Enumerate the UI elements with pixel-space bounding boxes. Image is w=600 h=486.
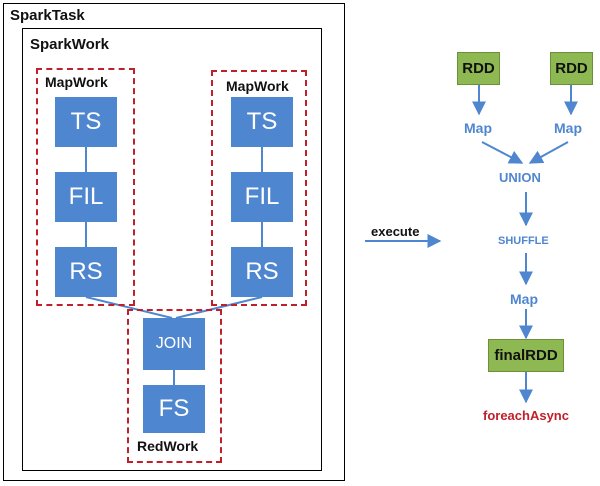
spark-work-title: SparkWork (30, 36, 109, 53)
arrow-map-right-union (528, 141, 569, 164)
op-ts-right: TS (231, 97, 293, 147)
op-fs: FS (143, 385, 205, 433)
op-rs-right: RS (231, 247, 293, 297)
op-fil-right: FIL (231, 172, 293, 222)
red-work-title: RedWork (137, 438, 199, 454)
map-work-right-title: MapWork (226, 78, 289, 94)
map-right-label: Map (554, 120, 582, 136)
map-work-left-title: MapWork (45, 74, 108, 90)
arrow-map-left-union (481, 141, 524, 164)
map-left-label: Map (464, 120, 492, 136)
union-label: UNION (499, 170, 541, 185)
final-rdd-node: finalRDD (488, 339, 564, 372)
spark-task-title: SparkTask (10, 7, 85, 24)
rdd-right-node: RDD (550, 52, 593, 85)
foreach-async-label: foreachAsync (483, 408, 569, 423)
map-work-right-box (211, 70, 307, 306)
rdd-left-node: RDD (457, 52, 500, 85)
map-work-left-box (36, 68, 135, 306)
op-join: JOIN (143, 318, 205, 370)
spark-task-box (3, 3, 345, 481)
op-fil-left: FIL (55, 172, 117, 222)
map-label: Map (510, 291, 538, 307)
red-work-box (127, 309, 222, 463)
execute-label: execute (371, 224, 420, 239)
shuffle-label: SHUFFLE (498, 235, 549, 247)
spark-work-box (22, 28, 322, 471)
op-ts-left: TS (55, 97, 117, 147)
op-rs-left: RS (55, 247, 117, 297)
